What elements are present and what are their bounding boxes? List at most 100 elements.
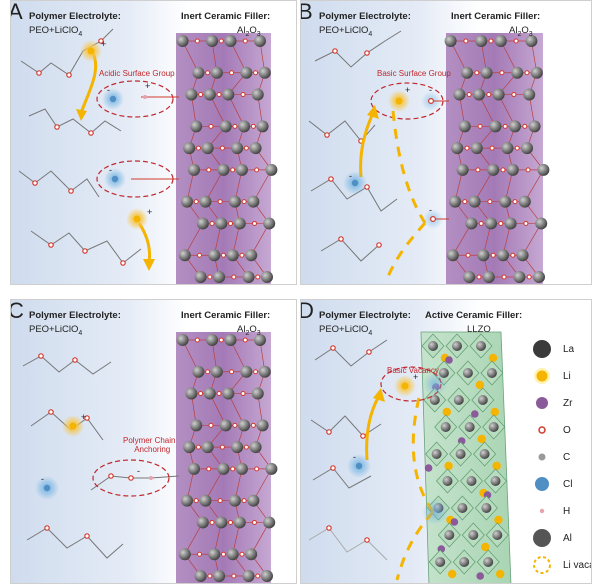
panel-label: C	[11, 300, 24, 324]
zr-atom	[445, 356, 453, 364]
o-atom	[197, 252, 203, 258]
charge-plus: +	[145, 81, 151, 91]
al-atom	[199, 195, 212, 208]
la-atom	[452, 341, 462, 351]
la-atom	[431, 449, 442, 459]
surface-o	[423, 372, 447, 396]
al-atom	[249, 142, 262, 155]
al-atom	[185, 88, 198, 101]
formula-o: O	[249, 324, 257, 335]
al-atom	[258, 365, 271, 378]
al-atom	[201, 142, 214, 155]
o-atom	[193, 199, 199, 205]
oxygen-markers	[324, 48, 382, 248]
al-atom	[506, 163, 519, 176]
charge-minus: -	[429, 205, 432, 215]
polymer-chain	[314, 339, 388, 367]
legend-label: Li vacancy	[563, 559, 591, 571]
li-migration-arrow	[79, 52, 98, 114]
o-atom	[209, 220, 215, 226]
la-atom	[477, 395, 488, 405]
o-atom	[478, 220, 484, 226]
o-atom	[251, 519, 257, 525]
polymer-chain	[90, 475, 180, 491]
c-atom-icon	[529, 446, 555, 468]
formula-o: O	[521, 25, 529, 36]
legend-item: H	[529, 498, 570, 524]
filler-formula: LLZO	[467, 324, 491, 335]
formula-main: PEO+LiClO	[319, 324, 369, 335]
charge-plus: +	[147, 207, 153, 217]
legend-item: Cl	[529, 471, 572, 497]
oxygen-markers	[326, 345, 372, 543]
llzo-lattice	[421, 333, 509, 580]
clo4-anion	[111, 175, 119, 183]
polymer-formula: PEO+LiClO4	[319, 25, 372, 38]
legend-item: La	[529, 336, 574, 362]
o-atom	[463, 38, 469, 44]
filler-formula: Al2O3	[237, 324, 261, 337]
polymer-title: Polymer Electrolyte:	[319, 11, 411, 22]
polymer-formula: PEO+LiClO4	[29, 25, 82, 38]
o-atom	[239, 252, 245, 258]
al-atom	[473, 88, 485, 101]
lattice-bond	[184, 522, 204, 555]
li-atom	[475, 380, 485, 390]
o-atom	[476, 274, 482, 280]
formula-main: PEO+LiClO	[29, 324, 79, 335]
la-atom	[429, 395, 440, 405]
al-atom	[235, 163, 248, 176]
legend-item: Li vacancy	[529, 552, 591, 578]
surface-h	[149, 476, 153, 480]
al-atom	[253, 334, 266, 346]
la-atom	[459, 557, 470, 567]
annotation-line: Polymer Chain	[123, 436, 176, 445]
lattice-bond	[184, 223, 204, 256]
polymer-title: Polymer Electrolyte:	[319, 310, 411, 321]
lattice-bond	[253, 169, 272, 202]
la-atom	[483, 557, 494, 567]
la-atom	[466, 476, 477, 486]
formula-index: 2	[245, 329, 250, 337]
al-atom	[190, 120, 203, 133]
legend-item: Al	[529, 525, 572, 551]
li-atom	[444, 461, 453, 471]
o-atom	[250, 123, 256, 129]
o-atom	[489, 145, 495, 151]
al-atom	[501, 142, 514, 155]
al-atom	[458, 120, 471, 133]
polymer-chain	[26, 527, 124, 559]
al-atom	[194, 271, 207, 283]
al-atom	[192, 365, 205, 378]
legend-item: O	[529, 417, 571, 443]
al-atom	[185, 387, 198, 400]
arrowhead	[373, 388, 385, 402]
al-atom	[516, 249, 529, 262]
la-atom	[464, 422, 475, 432]
o-atom	[243, 444, 249, 450]
formula-main: PEO+LiClO	[319, 25, 369, 36]
o-atom	[240, 92, 246, 98]
o-atom	[475, 167, 481, 173]
o-atom	[255, 573, 261, 579]
charge-minus: -	[349, 171, 352, 181]
polymer-chain	[314, 30, 402, 68]
o-atom	[239, 551, 245, 557]
la-atom	[428, 341, 438, 351]
oxygen-markers	[38, 353, 134, 539]
al-atom	[511, 66, 524, 79]
polymer-chain	[18, 170, 100, 198]
o-atom	[466, 92, 472, 98]
al-atom	[213, 570, 226, 582]
al-atom	[215, 516, 228, 529]
legend-label: La	[563, 343, 575, 355]
li-ion	[69, 422, 77, 430]
filler-title: Inert Ceramic Filler:	[181, 310, 271, 321]
o-atom	[218, 38, 224, 44]
al-atom	[228, 195, 241, 208]
o-atom	[499, 70, 505, 76]
al-atom	[201, 441, 214, 454]
al-atom	[228, 494, 241, 507]
panel-b: B Polymer Electrolyte: PEO+LiClO4 Inert …	[300, 0, 592, 285]
la-atom	[444, 530, 455, 540]
